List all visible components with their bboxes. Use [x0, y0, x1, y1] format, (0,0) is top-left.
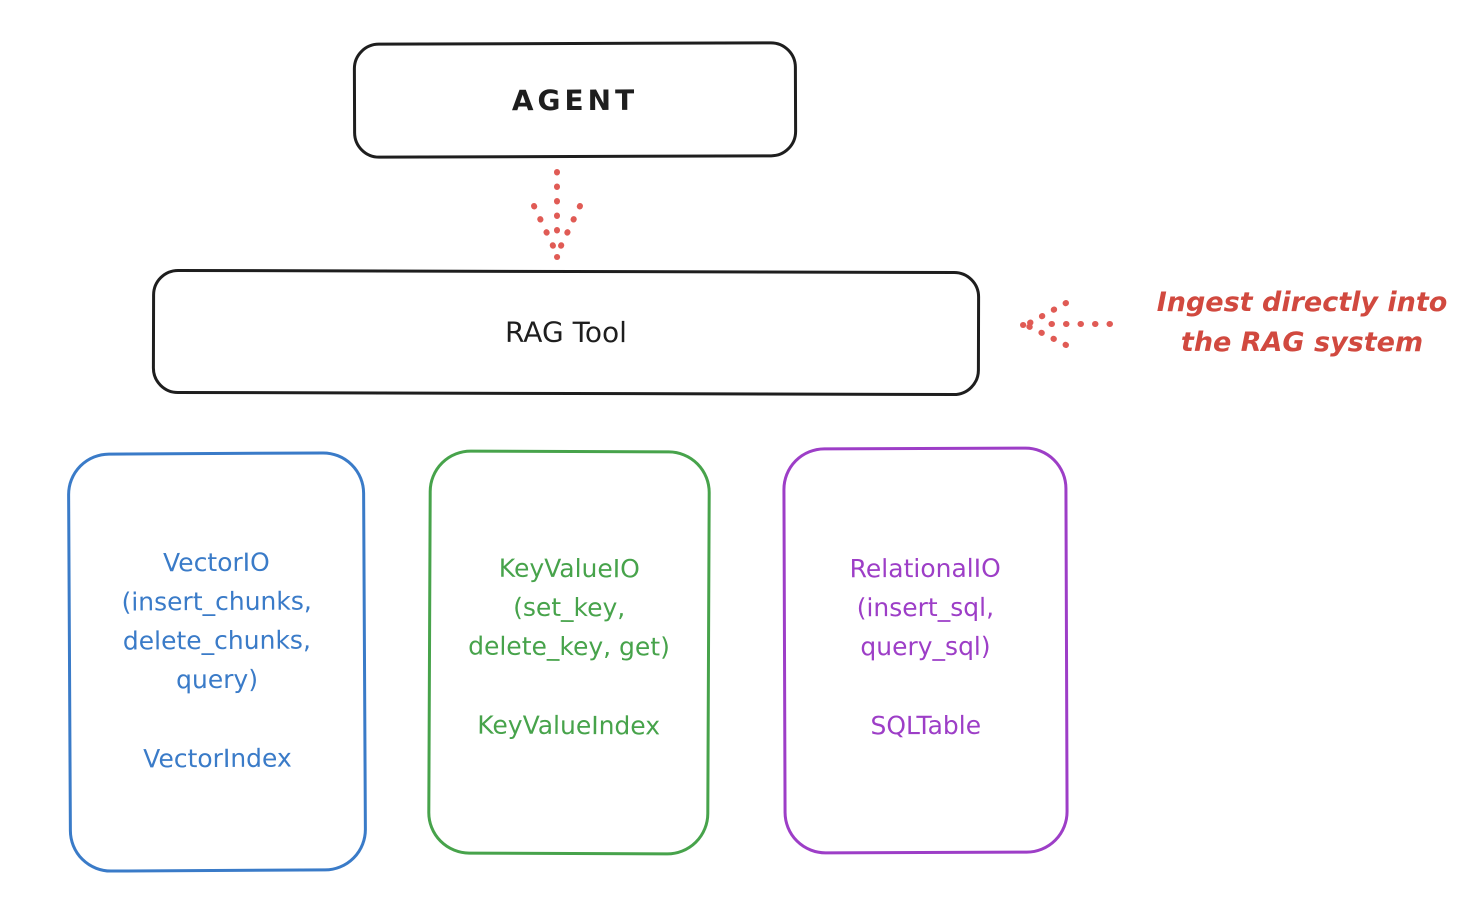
relational-io-methods: RelationalIO (insert_sql, query_sql): [850, 549, 1002, 667]
keyvalue-index-label: KeyValueIndex: [477, 710, 661, 741]
agent-box: AGENT: [352, 41, 798, 159]
storage-box-line: query): [176, 664, 259, 695]
storage-box-line: query_sql): [860, 631, 991, 662]
storage-box-line: RelationalIO: [849, 553, 1001, 584]
ingest-annotation: Ingest directly into the RAG system: [1128, 283, 1476, 363]
vector-io-methods: VectorIO (insert_chunks, delete_chunks, …: [121, 543, 312, 700]
rag-tool-box: RAG Tool: [151, 268, 981, 397]
sql-table-label: SQLTable: [870, 710, 982, 741]
storage-box-line: delete_key, get): [468, 631, 670, 662]
storage-box-line: VectorIO: [163, 547, 270, 578]
ingest-annotation-arrow-icon: [1020, 300, 1113, 348]
ingest-annotation-line2: the RAG system: [1180, 327, 1424, 358]
storage-box-line: KeyValueIO: [498, 553, 640, 584]
keyvalue-io-box: KeyValueIO (set_key, delete_key, get) Ke…: [427, 449, 711, 856]
ingest-annotation-line1: Ingest directly into: [1156, 287, 1448, 318]
storage-box-line: (insert_sql,: [856, 592, 995, 623]
agent-to-rag-arrow-icon: [531, 169, 583, 260]
vector-index-label: VectorIndex: [143, 743, 292, 774]
rag-tool-box-label: RAG Tool: [504, 315, 628, 350]
relational-io-box: RelationalIO (insert_sql, query_sql) SQL…: [782, 446, 1069, 855]
vector-io-box: VectorIO (insert_chunks, delete_chunks, …: [66, 451, 368, 873]
storage-box-line: delete_chunks,: [122, 625, 311, 656]
keyvalue-io-methods: KeyValueIO (set_key, delete_key, get): [468, 549, 670, 667]
storage-box-line: (set_key,: [513, 592, 626, 623]
storage-box-line: (insert_chunks,: [121, 586, 312, 617]
agent-box-label: AGENT: [511, 83, 639, 117]
